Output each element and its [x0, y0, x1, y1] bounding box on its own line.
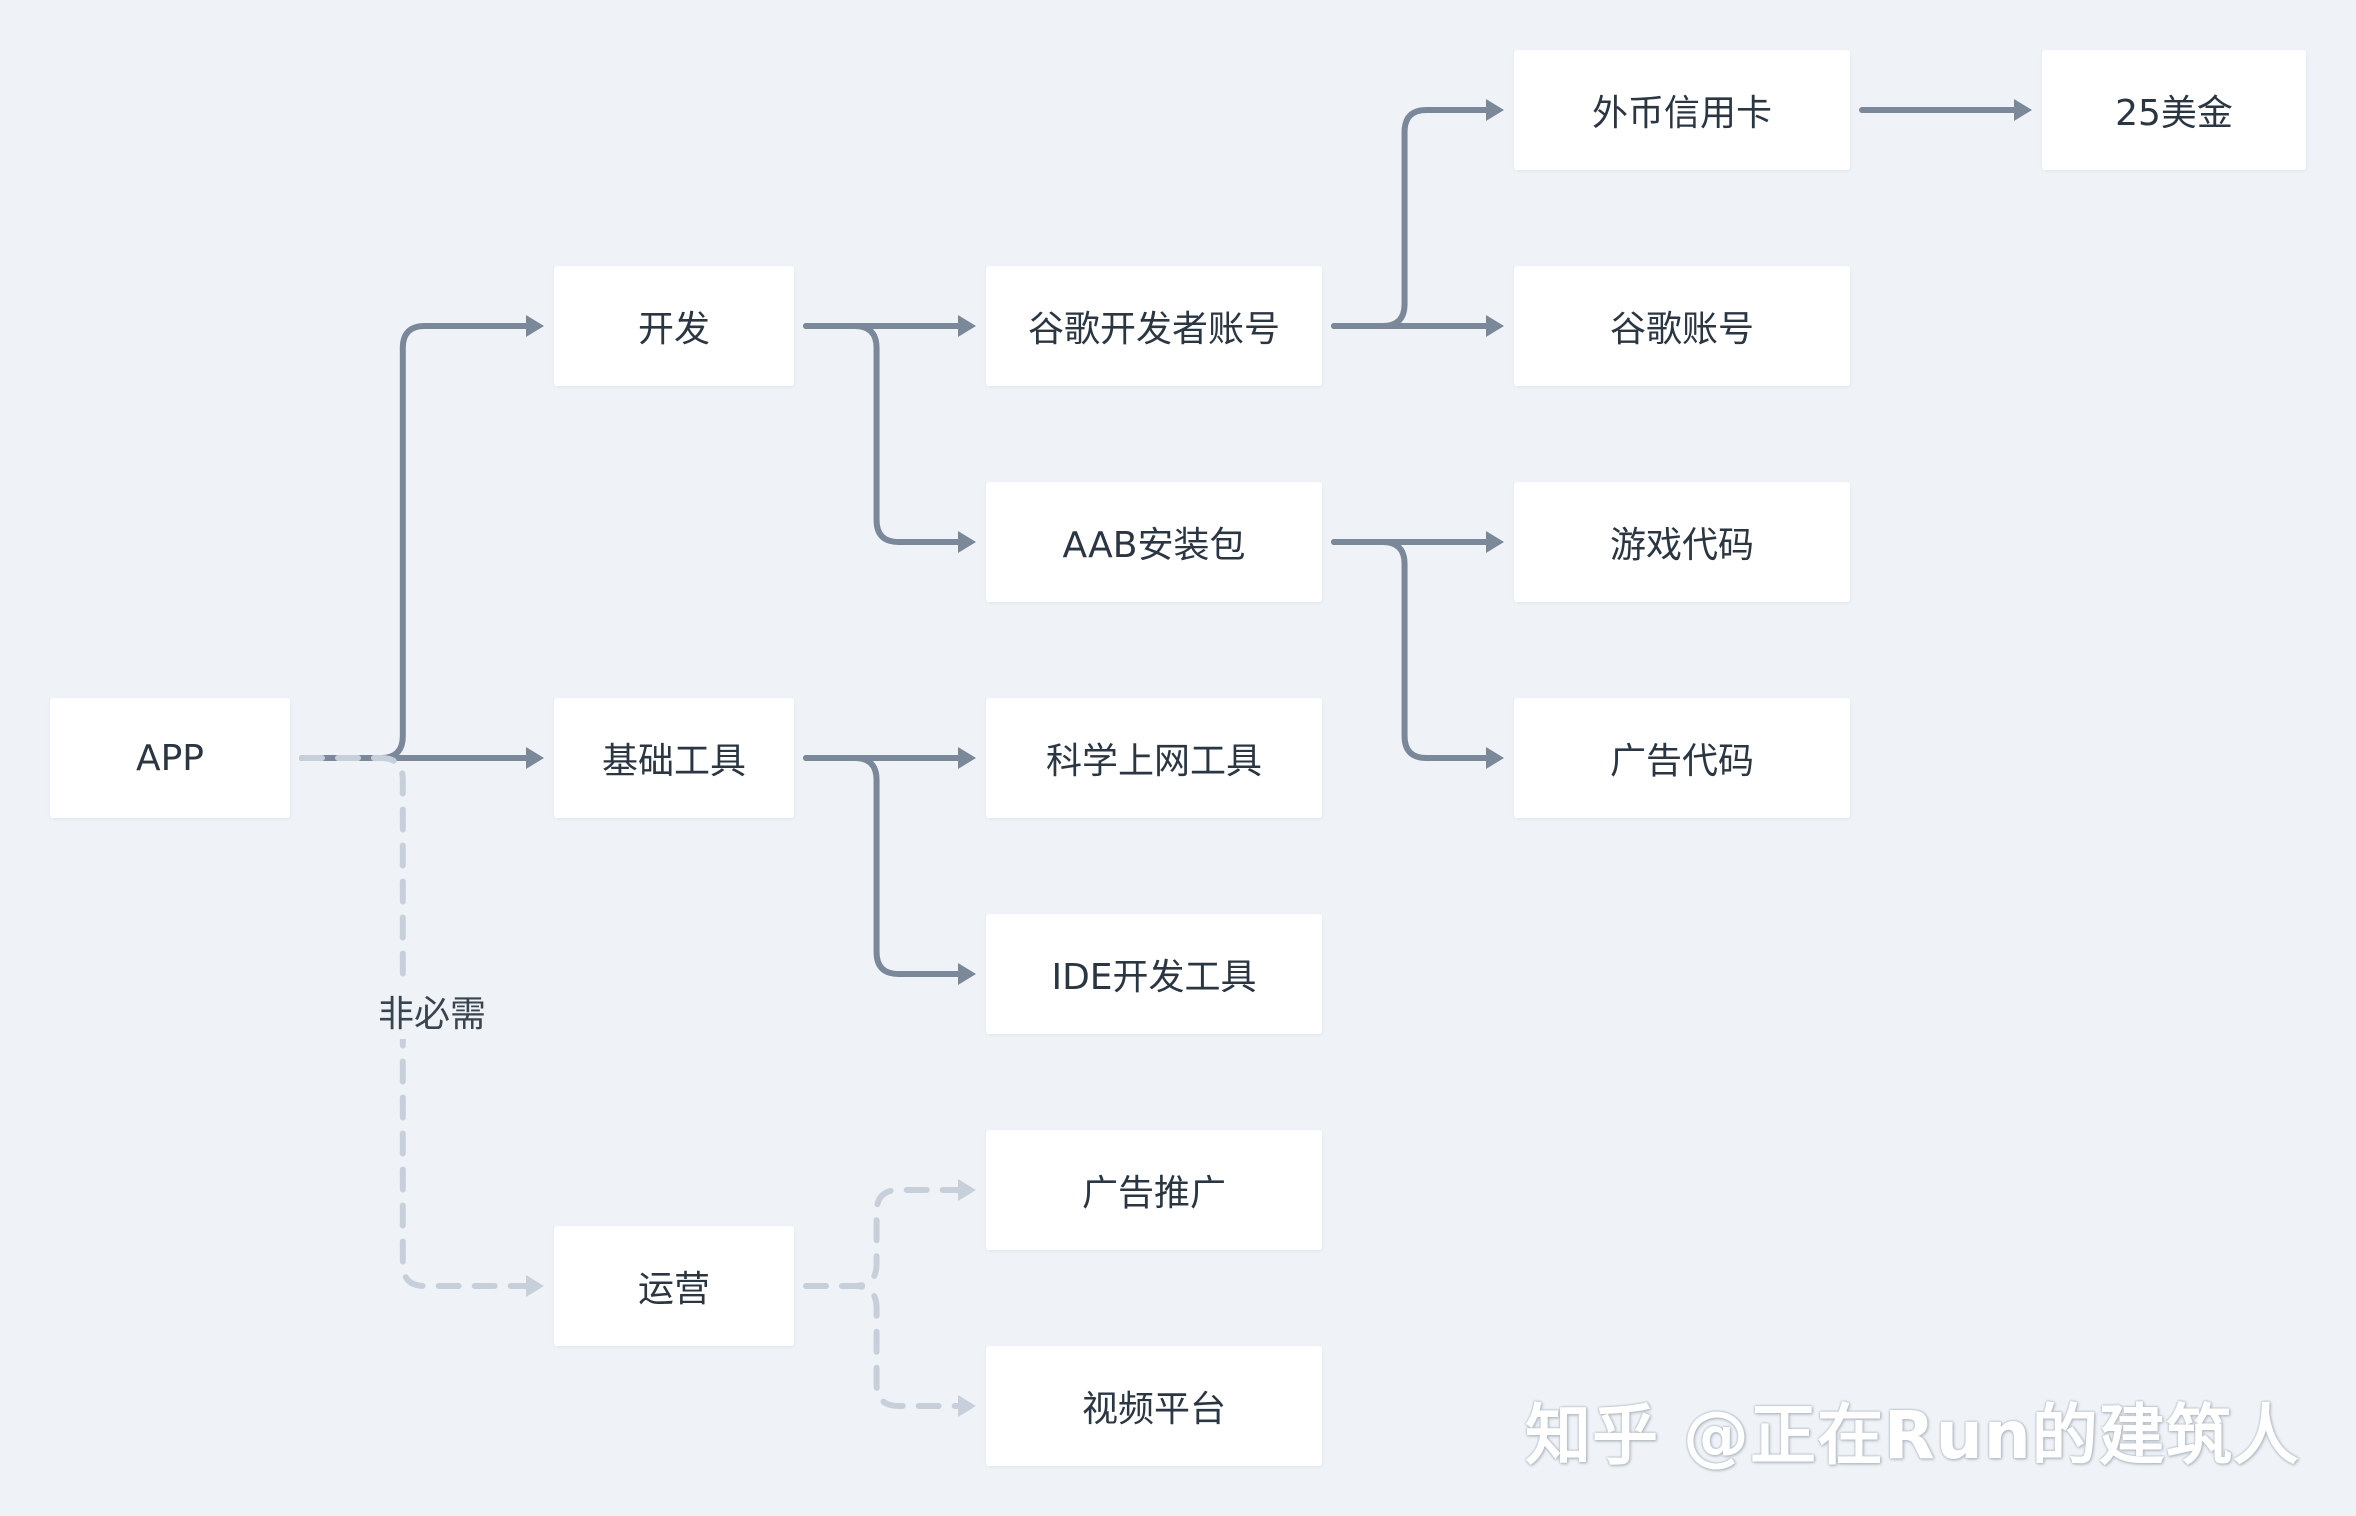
arrowhead-card-usd25	[2014, 99, 2032, 121]
arrowhead-google_dev-google_acct	[1486, 315, 1504, 337]
edge-label-optional: 非必需	[374, 983, 491, 1039]
node-label: 开发	[637, 309, 710, 350]
arrowhead-app-yunying	[526, 1275, 544, 1297]
node-ad-code[interactable]: 广告代码	[1514, 698, 1850, 818]
edge-app-kaifa	[299, 323, 541, 761]
node-label: 外币信用卡	[1591, 93, 1772, 134]
node-label: 谷歌账号	[1609, 309, 1754, 350]
arrowhead-yunying-video	[958, 1395, 976, 1417]
node-label: 运营	[637, 1269, 710, 1310]
edge-yunying-video	[803, 1283, 973, 1409]
node-label: 25美金	[2115, 93, 2233, 134]
node-jichu[interactable]: 基础工具	[554, 698, 794, 818]
node-kaifa[interactable]: 开发	[554, 266, 794, 386]
node-label: 广告代码	[1609, 741, 1754, 782]
node-label: AAB安装包	[1062, 525, 1246, 566]
arrowhead-yunying-ad_promo	[958, 1179, 976, 1201]
arrowhead-app-jichu	[526, 747, 544, 769]
node-yunying[interactable]: 运营	[554, 1226, 794, 1346]
arrowhead-jichu-ide	[958, 963, 976, 985]
node-card[interactable]: 外币信用卡	[1514, 50, 1850, 170]
node-vpn[interactable]: 科学上网工具	[986, 698, 1322, 818]
edge-app-yunying	[299, 755, 541, 1289]
edge-aab-ad_code	[1331, 539, 1501, 761]
node-label: 基础工具	[601, 741, 746, 782]
edge-kaifa-aab	[803, 323, 973, 545]
node-google-acct[interactable]: 谷歌账号	[1514, 266, 1850, 386]
node-label: 科学上网工具	[1045, 741, 1262, 782]
arrowhead-jichu-vpn	[958, 747, 976, 769]
node-usd25[interactable]: 25美金	[2042, 50, 2306, 170]
node-video[interactable]: 视频平台	[986, 1346, 1322, 1466]
node-ide[interactable]: IDE开发工具	[986, 914, 1322, 1034]
node-label: APP	[135, 737, 205, 779]
arrowhead-aab-game_code	[1486, 531, 1504, 553]
node-label: 谷歌开发者账号	[1027, 309, 1280, 350]
node-ad-promo[interactable]: 广告推广	[986, 1130, 1322, 1250]
node-label: 广告推广	[1081, 1173, 1226, 1214]
node-app[interactable]: APP	[50, 698, 290, 818]
arrowhead-google_dev-card	[1486, 99, 1504, 121]
arrowhead-kaifa-aab	[958, 531, 976, 553]
arrowhead-aab-ad_code	[1486, 747, 1504, 769]
node-label: 视频平台	[1081, 1389, 1226, 1430]
watermark: 知乎 @正在Run的建筑人	[1525, 1397, 2300, 1474]
node-label: IDE开发工具	[1051, 957, 1257, 998]
arrowhead-app-kaifa	[526, 315, 544, 337]
node-label: 游戏代码	[1609, 525, 1754, 566]
edge-yunying-ad_promo	[803, 1187, 973, 1289]
node-google-dev[interactable]: 谷歌开发者账号	[986, 266, 1322, 386]
edge-jichu-ide	[803, 755, 973, 977]
node-aab[interactable]: AAB安装包	[986, 482, 1322, 602]
arrowhead-kaifa-google_dev	[958, 315, 976, 337]
edge-google_dev-card	[1331, 107, 1501, 329]
node-game-code[interactable]: 游戏代码	[1514, 482, 1850, 602]
